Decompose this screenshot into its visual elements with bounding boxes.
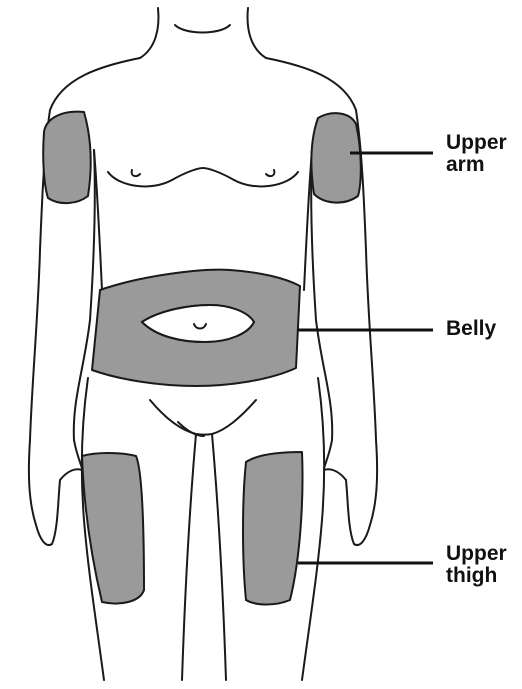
upper-arm-zone-left <box>43 112 90 203</box>
upper-thigh-label-line-2: thigh <box>446 565 507 587</box>
upper-thigh-zone-right <box>243 452 303 605</box>
upper-arm-zone-right <box>311 113 360 202</box>
upper-arm-label: Upper arm <box>446 132 507 176</box>
belly-label: Belly <box>446 318 496 340</box>
upper-thigh-label-line-1: Upper <box>446 543 507 565</box>
upper-arm-label-line-1: Upper <box>446 132 507 154</box>
belly-label-line-1: Belly <box>446 318 496 340</box>
upper-arm-label-line-2: arm <box>446 154 507 176</box>
upper-thigh-label: Upper thigh <box>446 543 507 587</box>
